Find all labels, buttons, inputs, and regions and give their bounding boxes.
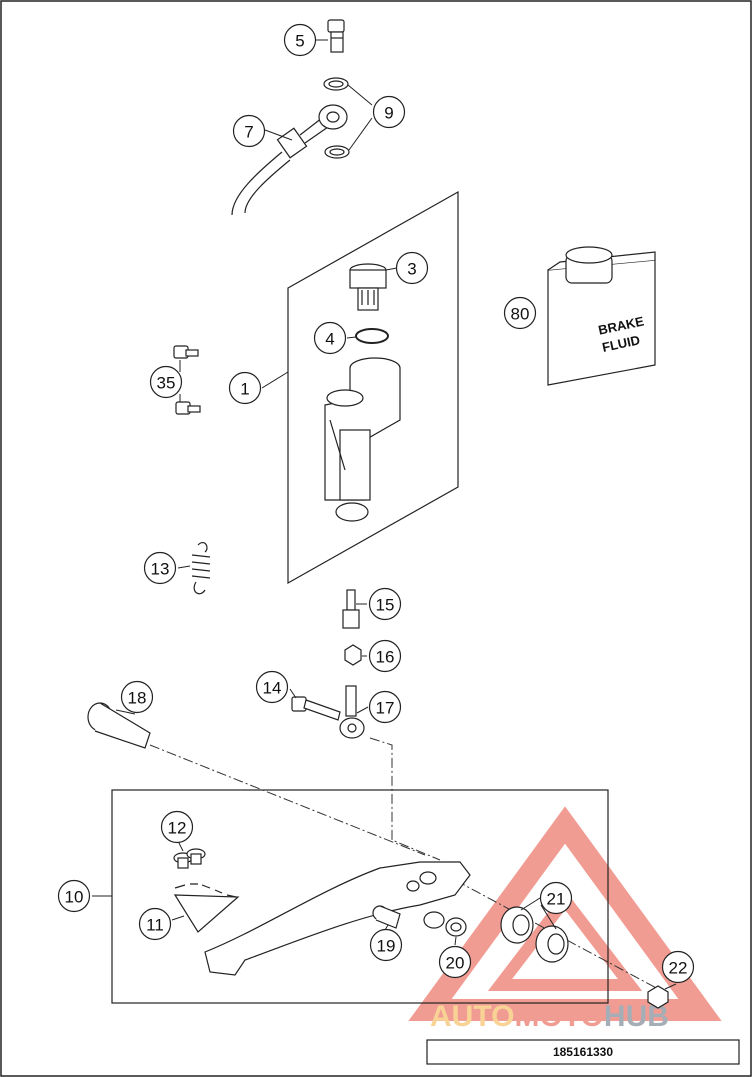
callout-3: 3: [395, 251, 429, 285]
callout-5: 5: [283, 23, 317, 57]
callout-label: 22: [669, 959, 688, 978]
callout-label: 4: [325, 330, 334, 349]
part-number-box: [426, 1039, 740, 1065]
callout-circle: [255, 670, 289, 704]
assembly-lines: [149, 737, 661, 991]
brake-line-part: [231, 104, 348, 216]
callout-11: 11: [138, 907, 172, 941]
callout-label: 80: [511, 305, 530, 324]
watermark-auto: AUTO: [430, 1000, 514, 1033]
callout-13: 13: [143, 551, 177, 585]
callout-circle: [539, 881, 573, 915]
callout-14: 14: [255, 670, 289, 704]
washers-part: [323, 77, 350, 159]
callout-10: 10: [57, 879, 91, 913]
pedal-tip-part: [173, 883, 240, 933]
callout-label: 18: [128, 689, 147, 708]
callout-15: 15: [368, 587, 402, 621]
callout-22: 22: [661, 950, 695, 984]
watermark-moto: MOTO: [514, 1000, 603, 1033]
callout-circle: [283, 23, 317, 57]
bushing-part: [445, 917, 467, 937]
lever-pin-part: [372, 905, 401, 929]
watermark-triangle-inner: [487, 890, 643, 991]
callout-label: 14: [263, 679, 282, 698]
clevis-part: [339, 685, 365, 739]
return-spring-part: [191, 541, 211, 595]
callout-circle: [57, 879, 91, 913]
seal-rings-part: [500, 906, 569, 963]
callout-1: 1: [228, 371, 262, 405]
callout-4: 4: [313, 321, 347, 355]
push-rod-part: [342, 589, 360, 629]
callout-circle: [661, 950, 695, 984]
callout-circle: [232, 114, 266, 148]
callout-circle: [438, 945, 472, 979]
callout-circle: [395, 251, 429, 285]
callout-label: 19: [377, 937, 396, 956]
callout-circle: [368, 587, 402, 621]
callout-label: 15: [376, 596, 395, 615]
callout-group: 5 9 7 3 4 1 35 80 13 15 16 14 17 18 12 10 11 19 20 21 22: [57, 23, 695, 984]
callout-circle: [313, 321, 347, 355]
callout-19: 19: [369, 928, 403, 962]
callout-label: 12: [168, 819, 187, 838]
callout-circle: [120, 680, 154, 714]
watermark-triangle-outer: [408, 806, 722, 1021]
callout-label: 35: [157, 374, 176, 393]
banjo-bolt-part: [327, 19, 345, 53]
watermark-logo: AUTOMOTOHUB: [408, 806, 722, 1033]
hex-nut-part: [344, 644, 362, 666]
master-cylinder-frame: [287, 190, 459, 585]
callout-17: 17: [368, 690, 402, 724]
callout-label: 9: [384, 104, 393, 123]
callout-label: 13: [151, 560, 170, 579]
svg-text:AUTOMOTOHUB: AUTOMOTOHUB: [430, 1000, 669, 1033]
master-cylinder-part: [324, 357, 401, 522]
callout-18: 18: [120, 680, 154, 714]
callout-7: 7: [232, 114, 266, 148]
callout-circle: [160, 810, 194, 844]
callout-circle: [503, 296, 537, 330]
callout-circle: [228, 371, 262, 405]
callout-circle: [368, 639, 402, 673]
reservoir-cap-part: [349, 263, 387, 311]
callout-circle: [149, 365, 183, 399]
callout-label: 16: [376, 648, 395, 667]
tip-screws-part: [173, 848, 206, 869]
callout-label: 20: [446, 954, 465, 973]
pivot-bolt-part: [291, 696, 341, 721]
callout-label: 7: [244, 123, 253, 142]
callout-21: 21: [539, 881, 573, 915]
callout-20: 20: [438, 945, 472, 979]
callout-circle: [143, 551, 177, 585]
callout-label: 5: [295, 32, 304, 51]
callout-label: 11: [146, 916, 164, 935]
callout-label: 10: [65, 888, 84, 907]
callout-label: 1: [240, 380, 249, 399]
callout-35: 35: [149, 365, 183, 399]
pivot-pin-part: [87, 702, 151, 749]
callout-16: 16: [368, 639, 402, 673]
screws-part: [173, 345, 201, 415]
callout-circle: [138, 907, 172, 941]
callout-circle: [369, 928, 403, 962]
brake-fluid-bottle: [547, 246, 656, 386]
callout-circle: [372, 95, 406, 129]
callout-label: 3: [407, 260, 416, 279]
callout-circle: [368, 690, 402, 724]
callout-12: 12: [160, 810, 194, 844]
part-number: 185161330: [553, 1045, 613, 1059]
callout-9: 9: [372, 95, 406, 129]
callout-label: 17: [376, 699, 395, 718]
brake-lever-part: [204, 861, 471, 976]
leader-lines: [92, 39, 677, 990]
callout-80: 80: [503, 296, 537, 330]
callout-label: 21: [547, 890, 566, 909]
lever-nut-part: [647, 985, 669, 1009]
o-ring-part: [355, 328, 389, 344]
